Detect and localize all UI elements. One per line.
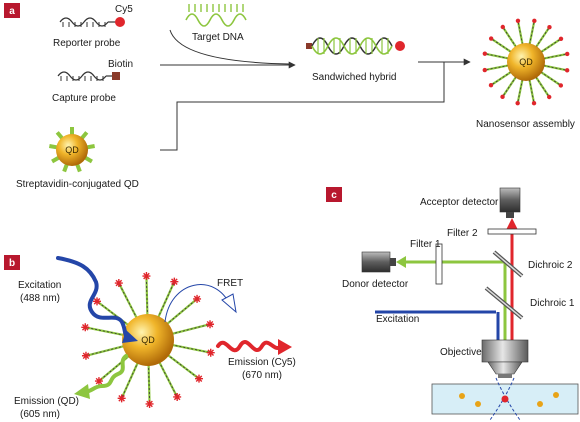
emission-qd-label: Emission (QD) — [14, 396, 79, 407]
filter-1-label: Filter 1 — [410, 239, 441, 250]
objective-label: Objective — [440, 347, 482, 358]
probe-strand-icon — [156, 277, 179, 319]
sandwiched-hybrid-label: Sandwiched hybrid — [312, 72, 397, 83]
panel-b-badge-letter: b — [9, 258, 15, 269]
dichroic-2-edge — [493, 251, 523, 277]
svg-text:QD: QD — [519, 57, 533, 67]
reporter-probe-icon — [59, 17, 125, 27]
panel-b: b QD Excitation (488 nm) FRET Emission (… — [4, 255, 296, 420]
svg-text:QD: QD — [141, 335, 155, 345]
probe-strand-icon — [528, 18, 537, 45]
probe-strand-icon — [500, 76, 517, 100]
probe-strand-icon — [543, 51, 570, 60]
panel-a-badge — [4, 3, 20, 18]
dichroic-1-label: Dichroic 1 — [530, 298, 575, 309]
probe-strand-icon — [142, 272, 151, 317]
biotin-label: Biotin — [108, 59, 133, 70]
probe-strand-icon — [170, 320, 215, 336]
focal-particle-icon — [501, 395, 509, 403]
acceptor-detector-label: Acceptor detector — [420, 197, 499, 208]
dichroic-1-edge — [485, 287, 523, 319]
probe-strand-icon — [81, 344, 126, 360]
nanosensor-assembly-label: Nanosensor assembly — [476, 119, 575, 130]
probe-strand-icon — [165, 294, 202, 326]
probe-strand-icon — [145, 363, 154, 408]
panel-a: a Cy5 Reporter probe — [4, 3, 575, 190]
emission-cy5-label: Emission (Cy5) — [228, 357, 296, 368]
emission-qd-wave-icon — [82, 354, 128, 394]
panel-c-badge-letter: c — [331, 190, 337, 201]
excitation-label-c: Excitation — [376, 314, 419, 325]
target-dna-icon — [185, 4, 247, 27]
emission-qd-wavelength: (605 nm) — [20, 409, 60, 420]
panel-c: c Acceptor detector Filter 2 Dichroic 2 … — [326, 187, 579, 421]
target-flow-curve — [169, 29, 291, 65]
fret-nanosensor-icon: QD — [81, 272, 215, 408]
fret-arrow-icon — [164, 284, 231, 323]
probe-strand-icon — [157, 360, 182, 401]
excitation-label-b: Excitation — [18, 280, 61, 291]
cy5-label: Cy5 — [115, 4, 133, 15]
probe-strand-icon — [482, 64, 509, 73]
donor-detector-label: Donor detector — [342, 279, 409, 290]
biotin-icon — [112, 72, 120, 80]
sandwiched-hybrid-icon — [306, 37, 405, 55]
probe-strand-icon — [171, 343, 215, 357]
acceptor-beam-arrowhead-icon — [506, 218, 518, 230]
probe-strand-icon — [535, 76, 552, 100]
emission-cy5-arrowhead-icon — [278, 339, 292, 355]
acceptor-detector-icon — [499, 187, 521, 218]
probe-strand-icon — [528, 79, 537, 106]
fret-label: FRET — [217, 278, 243, 289]
probe-strand-icon — [515, 79, 524, 106]
channel-particle-icon — [459, 392, 559, 407]
capture-probe-icon — [57, 71, 120, 81]
streptavidin-qd-label: Streptavidin-conjugated QD — [16, 179, 139, 190]
probe-strand-icon — [488, 36, 512, 53]
probe-strand-icon — [500, 24, 517, 48]
probe-strand-icon — [166, 353, 203, 383]
probe-strand-icon — [535, 24, 552, 48]
probe-strand-icon — [543, 64, 570, 73]
probe-strand-icon — [114, 279, 139, 320]
objective-icon — [481, 339, 529, 378]
reporter-probe-label: Reporter probe — [53, 38, 121, 49]
donor-beam-arrowhead-icon — [396, 256, 406, 268]
filter-2-icon — [487, 228, 537, 235]
probe-strand-icon — [482, 51, 509, 60]
panel-a-badge-letter: a — [9, 6, 15, 17]
excitation-wave-icon — [56, 256, 130, 340]
probe-strand-icon — [540, 71, 564, 88]
probe-strand-icon — [117, 361, 140, 403]
emission-cy5-wavelength: (670 nm) — [242, 370, 282, 381]
probe-strand-icon — [488, 71, 512, 88]
filter-2-label: Filter 2 — [447, 228, 478, 239]
filter-1-icon — [435, 243, 443, 285]
donor-detector-icon — [361, 251, 396, 273]
panel-c-badge — [326, 187, 342, 202]
probe-strand-icon — [515, 18, 524, 45]
target-dna-label: Target DNA — [192, 32, 244, 43]
excitation-wavelength-b: (488 nm) — [20, 293, 60, 304]
streptavidin-qd-icon: QD — [49, 127, 95, 173]
sample-channel-icon — [431, 377, 579, 421]
nanosensor-assembly-icon: QD — [482, 18, 570, 106]
capture-probe-label: Capture probe — [52, 93, 116, 104]
qd-flow-line — [160, 62, 445, 151]
dichroic-2-label: Dichroic 2 — [528, 260, 573, 271]
emission-qd-arrowhead-icon — [74, 384, 90, 399]
fret-arrowhead-icon — [221, 293, 237, 314]
probe-strand-icon — [540, 36, 564, 53]
probe-strand-icon — [81, 323, 125, 337]
excitation-arrowhead-icon — [122, 330, 138, 343]
emission-cy5-wave-icon — [216, 340, 282, 353]
svg-text:QD: QD — [65, 145, 79, 155]
panel-b-badge — [4, 255, 20, 270]
cy5-dye-icon — [115, 17, 125, 27]
